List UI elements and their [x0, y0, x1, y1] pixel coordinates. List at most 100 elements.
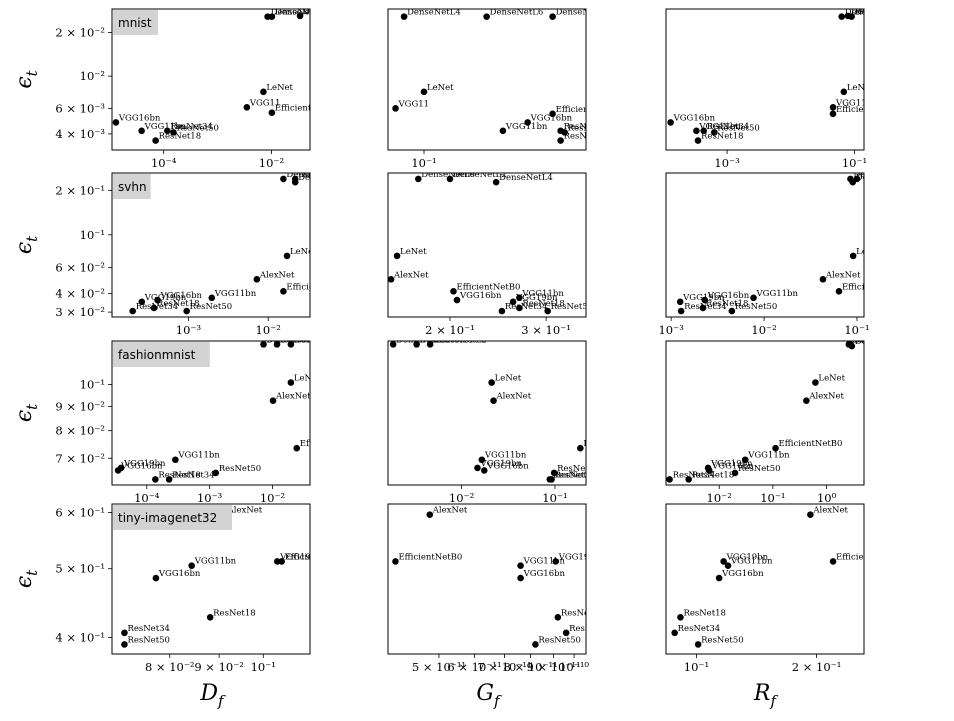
point-vgg11bn — [516, 294, 523, 302]
point-vgg11 — [392, 105, 399, 112]
point-label-efficientnetb0: EfficientNetB0 — [779, 439, 843, 449]
point-label-lenet: LeNet — [818, 374, 845, 384]
point-label-vgg11bn: VGG11bn — [214, 289, 257, 299]
point-lenet — [488, 379, 495, 386]
y-axis-title-row-2: ϵt — [12, 235, 41, 254]
point-label-efficientnetb0: EfficientNetB0 — [583, 439, 647, 449]
point-resnet34 — [164, 127, 171, 135]
axes-frame — [665, 503, 865, 655]
point-label-resnet50: ResNet50 — [738, 464, 781, 474]
point-alexnet — [803, 397, 810, 404]
x-tick-label: 10⁻³ — [658, 323, 684, 337]
point-label-resnet18: ResNet18 — [692, 470, 735, 480]
point-vgg16bn — [480, 467, 488, 474]
point-label-resnet18: ResNet18 — [213, 608, 256, 618]
point-label-vgg16bn: VGG16bn — [486, 461, 529, 471]
axes-frame — [111, 340, 311, 486]
point-label-resnet50: ResNet50 — [127, 635, 170, 645]
point-vgg16bn — [517, 574, 524, 582]
axes-frame — [111, 172, 311, 318]
x-tick-label: 10⁻¹ — [251, 660, 276, 674]
point-label-efficientnetb0: EfficientNetB0 — [285, 552, 349, 562]
point-label-densenetl2: DenseNetL2 — [433, 335, 487, 345]
points-svhn-r-f: DenseNetL6DenseNetL2DenseNetL4LeNetAlexN… — [676, 170, 914, 315]
point-resnet50 — [121, 641, 128, 648]
point-vgg11bn — [208, 294, 216, 302]
point-vgg11bn — [188, 562, 195, 569]
point-label-vgg11: VGG11 — [398, 99, 430, 109]
point-label-resnet50: ResNet50 — [568, 123, 611, 133]
y-tick-label: 5 × 10⁻¹ — [55, 562, 105, 576]
point-label-vgg19bn: VGG19bn — [710, 459, 753, 469]
point-alexnet — [388, 276, 395, 283]
point-resnet50 — [544, 307, 551, 315]
x-tick-label: 10⁻² — [751, 323, 776, 337]
point-label-resnet50: ResNet50 — [551, 302, 594, 312]
point-densenetl4 — [492, 178, 500, 186]
dataset-tag-svhn: svhn — [118, 180, 147, 194]
point-label-lenet: LeNet — [266, 83, 293, 93]
point-resnet34 — [671, 629, 678, 637]
point-vgg16bn — [705, 467, 713, 474]
point-label-alexnet: AlexNet — [808, 392, 844, 402]
y-tick-label: 6 × 10⁻¹ — [55, 506, 105, 520]
point-label-resnet50: ResNet50 — [717, 123, 760, 133]
point-label-resnet18: ResNet18 — [159, 132, 202, 142]
point-vgg11 — [243, 104, 251, 111]
point-vgg11 — [829, 104, 837, 111]
point-label-lenet: LeNet — [495, 374, 522, 384]
point-label-densenetl6: DenseNetL6 — [490, 8, 544, 18]
x-tick-label: 8 × 10⁻² — [145, 660, 195, 674]
point-label-vgg19bn: VGG19bn — [123, 459, 166, 469]
point-densenetl6 — [838, 13, 846, 20]
dataset-tag-mnist: mnist — [118, 16, 152, 30]
point-label-lenet: LeNet — [847, 83, 874, 93]
point-label-resnet18: ResNet18 — [564, 132, 607, 142]
points-svhn-g-f: DenseNetL6DenseNetL2DenseNetL4LeNetAlexN… — [388, 173, 594, 315]
y-tick-label: 7 × 10⁻² — [55, 451, 105, 465]
point-label-densenetl6: DenseNetL6 — [280, 335, 334, 345]
point-label-vgg11bn: VGG11bn — [747, 451, 790, 461]
point-label-densenetl6: DenseNetL6 — [298, 170, 352, 180]
point-label-resnet50: ResNet50 — [190, 302, 233, 312]
x-tick-label: 10⁻³ — [176, 323, 202, 337]
dataset-tag-bg — [113, 10, 158, 35]
point-label-vgg11bn: VGG11bn — [177, 451, 220, 461]
point-label-vgg16bn: VGG16bn — [120, 461, 163, 471]
y-tick-label: 2 × 10⁻¹ — [55, 183, 105, 197]
point-densenetl2 — [446, 175, 454, 183]
axes-frame — [387, 172, 587, 318]
point-label-vgg16bn: VGG16bn — [523, 569, 566, 579]
x-tick-label: 10⁻¹⁰ — [559, 660, 589, 674]
point-label-resnet50: ResNet50 — [701, 635, 744, 645]
point-label-densenetl4: DenseNetL4 — [856, 173, 910, 183]
point-label-vgg16bn: VGG16bn — [118, 113, 161, 123]
point-label-densenetl2: DenseNetL2 — [860, 170, 914, 180]
point-label-vgg19bn: VGG19bn — [479, 459, 522, 469]
point-densenetl4 — [413, 341, 420, 348]
point-efficientnetb0 — [450, 287, 457, 295]
point-label-resnet34: ResNet34 — [673, 470, 716, 480]
point-label-resnet50: ResNet50 — [557, 464, 600, 474]
x-tick-label: 10⁻¹ — [684, 660, 709, 674]
points-fashionmnist-d-f: DenseNetL2DenseNetL6DenseNetL4LeNetAlexN… — [114, 335, 334, 483]
point-densenetl6 — [415, 175, 422, 183]
y-axis-title-row-1: ϵt — [12, 69, 41, 88]
y-tick-label: 6 × 10⁻³ — [55, 101, 105, 115]
point-resnet18 — [152, 476, 159, 483]
point-efficientnetb0 — [278, 558, 286, 565]
point-densenetl6 — [389, 341, 397, 348]
point-label-densenetl2: DenseNetL2 — [303, 7, 357, 17]
point-label-lenet: LeNet — [294, 374, 321, 384]
point-densenetl6 — [273, 341, 281, 348]
point-label-efficientnetb0: EfficientNetB0 — [275, 104, 339, 114]
point-alexnet — [819, 276, 827, 283]
point-resnet50 — [183, 307, 190, 315]
point-resnet34 — [677, 307, 685, 315]
